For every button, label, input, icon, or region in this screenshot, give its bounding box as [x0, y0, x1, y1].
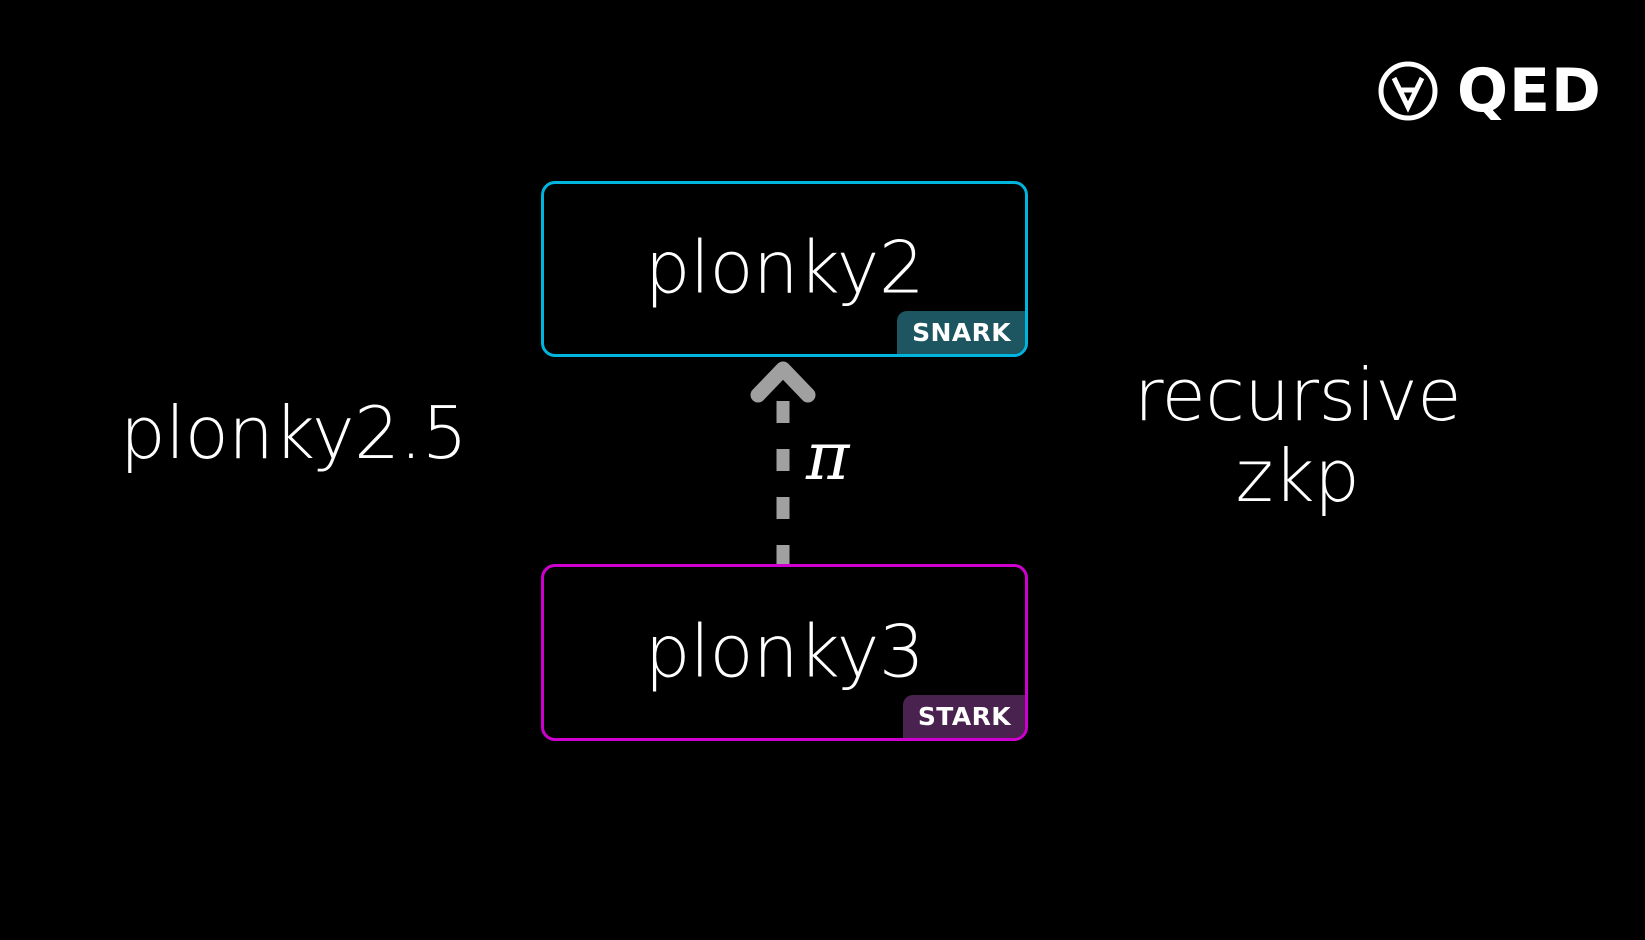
node-plonky2[interactable]: plonky2 SNARK: [541, 181, 1028, 357]
caption-recursive-zkp: recursive zkp: [1133, 353, 1462, 518]
edge-plonky3-to-plonky2: [700, 355, 880, 570]
qed-logo: QED: [1377, 60, 1602, 122]
status-badge-stark: STARK: [902, 695, 1025, 738]
edge-label-pi: π: [806, 418, 850, 495]
node-plonky3-label: plonky3: [644, 609, 925, 694]
brand-wordmark: QED: [1457, 56, 1602, 126]
node-plonky2-label: plonky2: [644, 225, 925, 310]
status-badge-snark: SNARK: [897, 311, 1025, 354]
qed-circle-forall-icon: [1377, 60, 1439, 122]
node-plonky3[interactable]: plonky3 STARK: [541, 564, 1028, 741]
caption-plonky25: plonky2.5: [120, 391, 468, 475]
